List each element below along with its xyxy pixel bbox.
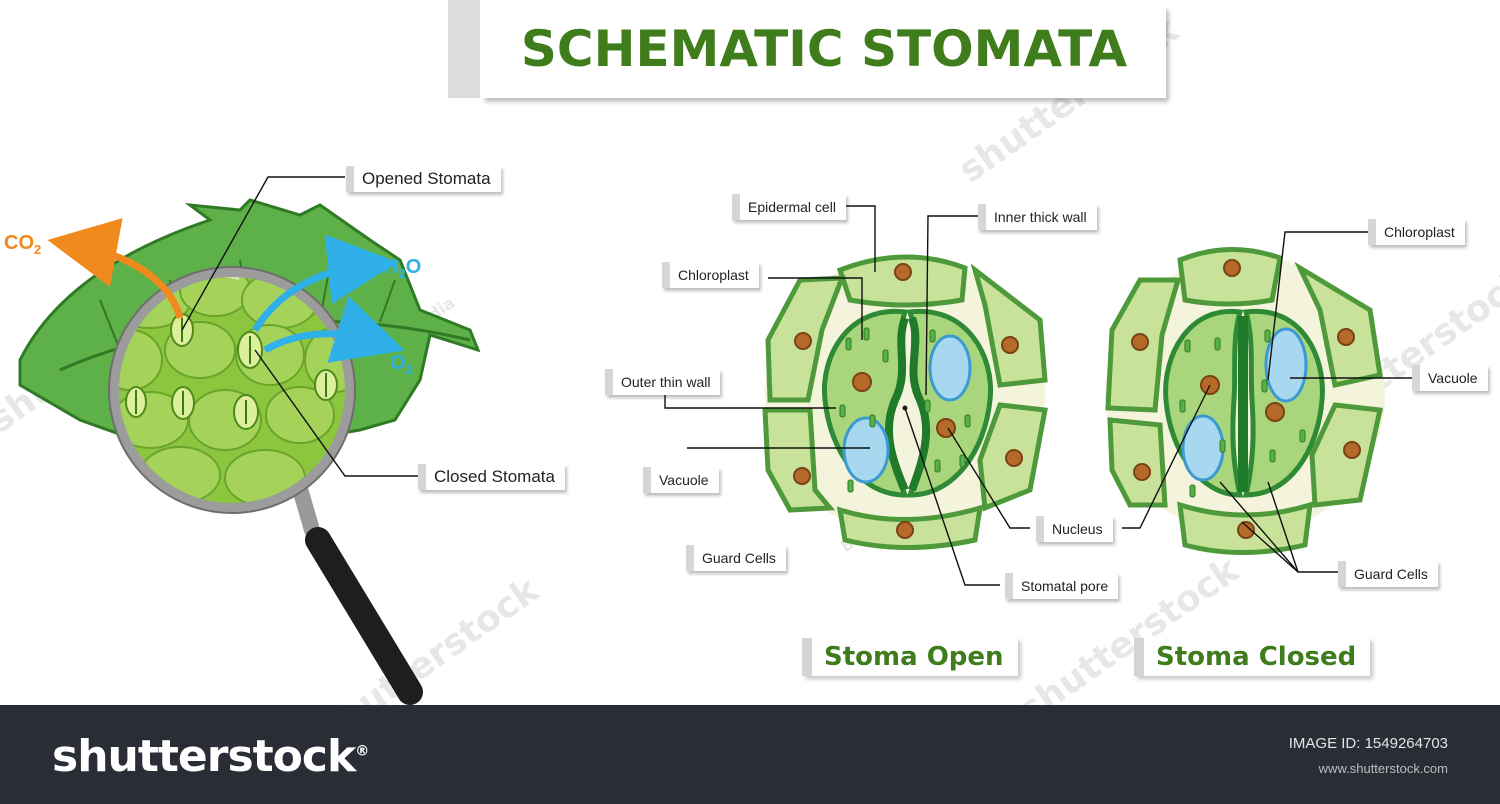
o2-subscript: 2: [405, 362, 413, 377]
o2-label: O2: [390, 352, 413, 377]
label-guard-cells-closed: Guard Cells: [1338, 561, 1438, 587]
caption-stoma-open: Stoma Open: [802, 638, 1018, 676]
stoma-closed-diagram: [1105, 246, 1385, 555]
h2o-o: O: [405, 256, 422, 278]
title-accent-bar: [448, 0, 480, 98]
brand-logo: shutterstock®: [52, 731, 369, 782]
h2o-subscript: 2: [398, 266, 406, 281]
diagram-art: [18, 176, 1412, 705]
co2-arrow-icon: [47, 218, 184, 320]
title-panel: SCHEMATIC STOMATA: [482, 6, 1166, 98]
label-outer-thin-wall: Outer thin wall: [605, 369, 721, 395]
caption-stoma-closed: Stoma Closed: [1134, 638, 1371, 676]
label-nucleus: Nucleus: [1036, 516, 1113, 542]
co2-label: CO2: [4, 232, 41, 257]
h2o-label: H2O: [384, 256, 421, 281]
label-chloroplast-open: Chloroplast: [662, 262, 759, 288]
label-inner-thick-wall: Inner thick wall: [978, 204, 1097, 230]
brand-name: shutterstock: [52, 731, 356, 782]
label-vacuole-open: Vacuole: [643, 467, 719, 493]
h2o-arrow-icon: [252, 234, 398, 332]
h2o-h: H: [384, 256, 399, 278]
title-banner: SCHEMATIC STOMATA: [448, 0, 1168, 104]
watermark-footer: shutterstock® IMAGE ID: 1549264703 www.s…: [0, 705, 1500, 804]
label-guard-cells-open: Guard Cells: [686, 545, 786, 571]
label-vacuole-closed: Vacuole: [1412, 365, 1488, 391]
label-stomatal-pore: Stomatal pore: [1005, 573, 1119, 599]
co2-text: CO: [4, 232, 34, 254]
page-title: SCHEMATIC STOMATA: [520, 20, 1128, 78]
co2-subscript: 2: [34, 242, 42, 257]
label-epidermal-cell: Epidermal cell: [732, 194, 846, 220]
label-chloroplast-closed: Chloroplast: [1368, 219, 1465, 245]
label-closed-stomata: Closed Stomata: [418, 464, 565, 490]
image-id-text: IMAGE ID: 1549264703: [1288, 735, 1448, 752]
source-url-text: www.shutterstock.com: [1318, 761, 1448, 776]
label-opened-stomata: Opened Stomata: [346, 166, 501, 192]
o2-text: O: [390, 352, 406, 374]
o2-arrow-icon: [263, 295, 405, 363]
brand-mark: ®: [355, 743, 369, 760]
diagram-canvas: shutterstock shutterstock shutterstock s…: [0, 0, 1500, 751]
stoma-open-diagram: [762, 254, 1048, 550]
